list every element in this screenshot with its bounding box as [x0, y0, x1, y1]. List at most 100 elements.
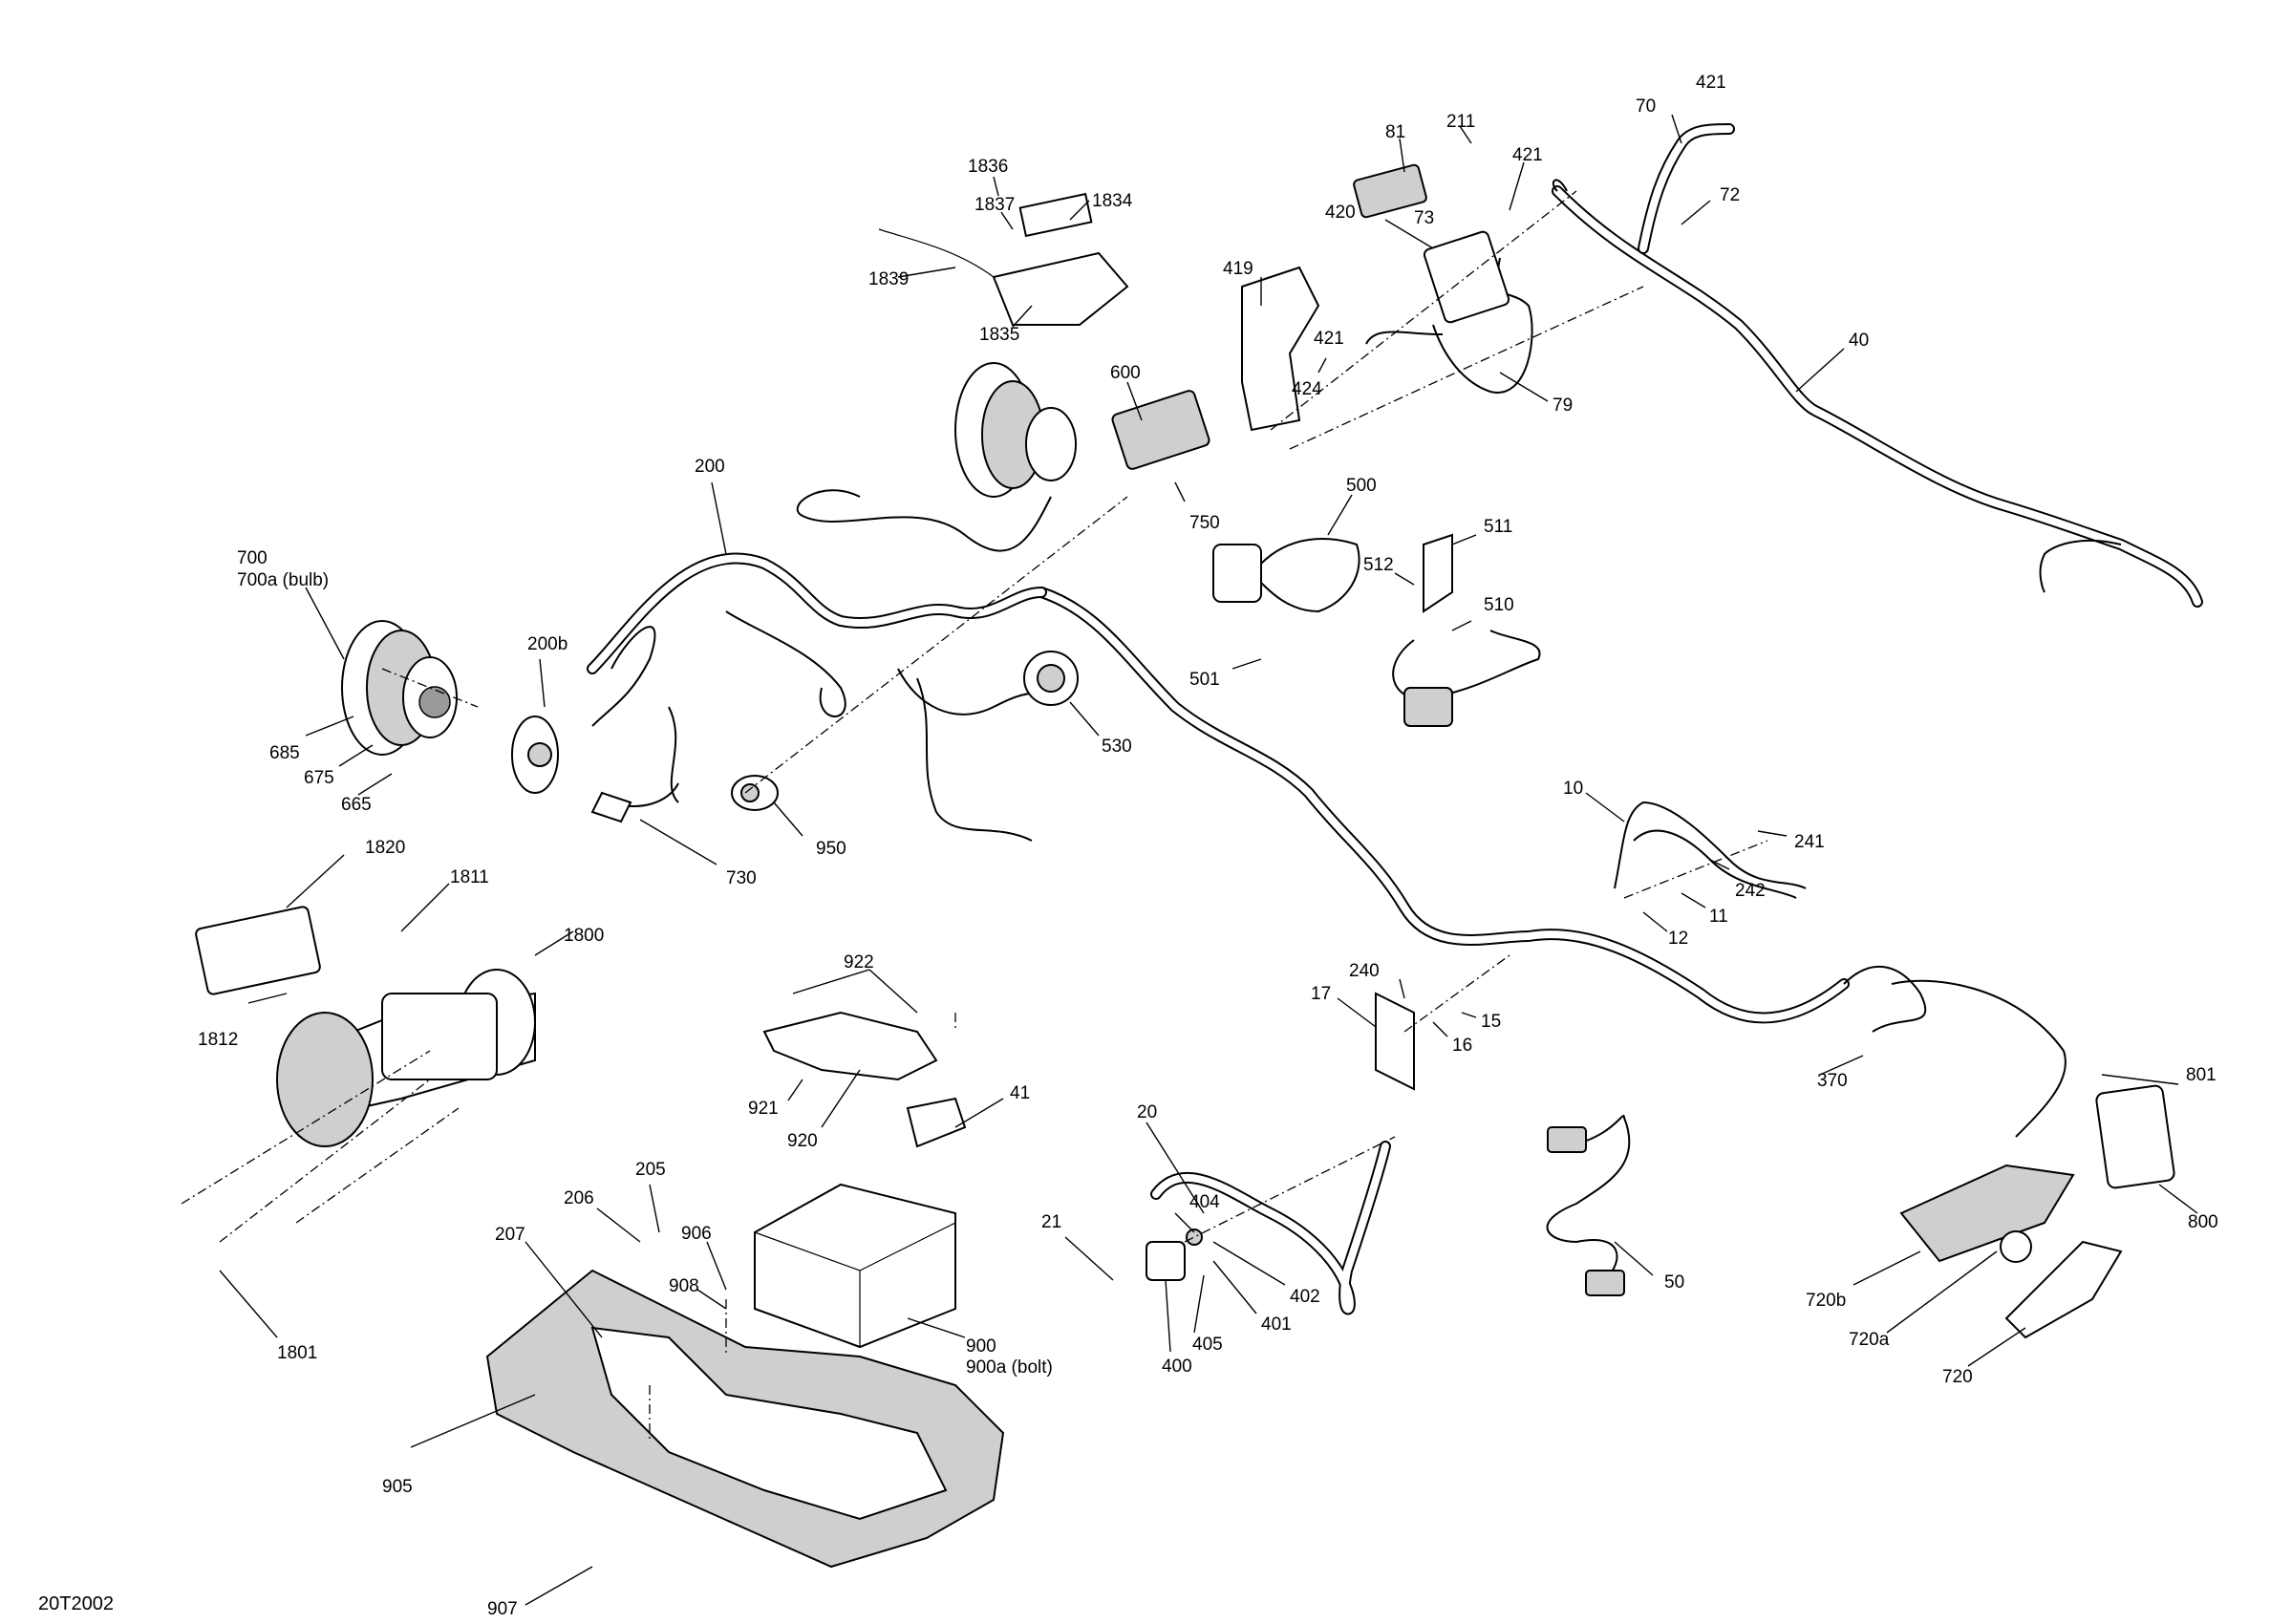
connector-block-81 [1353, 163, 1427, 219]
main-wiring-harness [587, 179, 2203, 1138]
callout-907: 907 [487, 1599, 518, 1619]
callout-1836: 1836 [968, 157, 1008, 177]
callout-1812: 1812 [198, 1030, 238, 1050]
callout-70: 70 [1636, 96, 1656, 117]
callout-501: 501 [1189, 670, 1220, 690]
callout-81: 81 [1385, 122, 1405, 142]
callout-40: 40 [1849, 331, 1869, 351]
wire-730 [590, 782, 679, 823]
callout-15: 15 [1481, 1012, 1501, 1032]
callout-73: 73 [1414, 208, 1434, 228]
callout-421-low: 421 [1314, 329, 1344, 349]
callout-200: 200 [695, 457, 725, 477]
sensor-510 [1392, 533, 1541, 727]
diagram-reference-id: 20T2002 [38, 1593, 114, 1614]
callout-72: 72 [1720, 185, 1740, 205]
callout-900: 900 [966, 1336, 996, 1357]
callout-1801: 1801 [277, 1343, 317, 1363]
callout-512: 512 [1363, 555, 1394, 575]
callout-241: 241 [1794, 832, 1825, 852]
callout-424: 424 [1292, 379, 1322, 399]
callout-700: 700 [237, 548, 268, 568]
callout-206: 206 [564, 1188, 594, 1208]
callout-20: 20 [1137, 1102, 1157, 1122]
callout-500: 500 [1346, 476, 1377, 496]
switch-500 [1212, 538, 1360, 613]
callout-79: 79 [1553, 395, 1573, 416]
callout-1839: 1839 [868, 269, 909, 289]
callout-404: 404 [1189, 1192, 1220, 1212]
module-800 [2095, 1084, 2175, 1189]
ecu-420 [1241, 230, 1510, 432]
callout-12: 12 [1668, 929, 1688, 949]
callout-1811: 1811 [450, 867, 489, 887]
callout-16: 16 [1452, 1036, 1472, 1056]
alignment-lines [181, 190, 1768, 1442]
battery-tray-905 [485, 1269, 1005, 1569]
callout-1834: 1834 [1092, 191, 1133, 211]
callout-205: 205 [635, 1160, 666, 1180]
callout-41: 41 [1010, 1083, 1030, 1103]
callout-242: 242 [1735, 881, 1766, 901]
callout-675: 675 [304, 768, 334, 788]
callout-921: 921 [748, 1099, 779, 1119]
callout-900a-bolt: 900a (bolt) [966, 1357, 1053, 1378]
callout-17: 17 [1311, 984, 1331, 1004]
cable-20 [1150, 1141, 1391, 1315]
callout-720: 720 [1942, 1367, 1973, 1387]
callout-908: 908 [669, 1276, 699, 1296]
harness-50 [1546, 1115, 1631, 1296]
battery-900 [754, 1183, 956, 1349]
callout-400: 400 [1162, 1357, 1192, 1377]
callout-720b: 720b [1806, 1291, 1846, 1311]
callout-720a: 720a [1849, 1330, 1890, 1350]
callout-419: 419 [1223, 259, 1253, 279]
callout-1820: 1820 [365, 838, 405, 858]
callout-200b: 200b [527, 634, 568, 654]
callout-665: 665 [341, 795, 372, 815]
callout-402: 402 [1290, 1287, 1320, 1307]
callout-370: 370 [1817, 1071, 1848, 1091]
callout-421-mid: 421 [1512, 145, 1543, 165]
callout-905: 905 [382, 1477, 413, 1497]
callout-1837: 1837 [974, 195, 1015, 215]
callout-240: 240 [1349, 961, 1380, 981]
callout-1835: 1835 [979, 325, 1019, 345]
callout-11: 11 [1709, 907, 1728, 927]
callout-922: 922 [844, 952, 874, 972]
solenoid-400 [1146, 1229, 1203, 1281]
headlight-700 [341, 620, 559, 794]
callout-511: 511 [1484, 517, 1512, 537]
leader-lines [219, 114, 2198, 1606]
module-1835 [878, 192, 1129, 326]
bracket-920 [762, 1011, 967, 1148]
callout-510: 510 [1484, 595, 1514, 615]
callout-401: 401 [1261, 1314, 1292, 1335]
callout-600: 600 [1110, 363, 1141, 383]
callout-750: 750 [1189, 513, 1220, 533]
callout-530: 530 [1102, 737, 1132, 757]
callout-685: 685 [269, 743, 300, 763]
tail-light-720 [1899, 1164, 2123, 1339]
headlight-upper [954, 362, 1210, 498]
callout-50: 50 [1664, 1272, 1684, 1293]
bracket-240 [1375, 992, 1415, 1091]
callout-labels: 1836 1837 1834 1839 1835 81 211 421 421 … [198, 73, 2218, 1619]
key-switch-950 [731, 775, 779, 811]
harness-70 [1638, 123, 1735, 254]
callout-421-top: 421 [1696, 73, 1726, 93]
callout-800: 800 [2188, 1212, 2218, 1232]
callout-207: 207 [495, 1225, 525, 1245]
callout-405: 405 [1192, 1335, 1223, 1355]
switch-530 [1023, 651, 1079, 706]
callout-801: 801 [2186, 1065, 2216, 1085]
callout-906: 906 [681, 1224, 712, 1244]
callout-730: 730 [726, 868, 757, 888]
callout-920: 920 [787, 1131, 818, 1151]
callout-1800: 1800 [564, 926, 604, 946]
callout-420: 420 [1325, 203, 1356, 223]
callout-21: 21 [1041, 1212, 1061, 1232]
callout-10: 10 [1563, 779, 1583, 799]
callout-211: 211 [1446, 112, 1475, 132]
